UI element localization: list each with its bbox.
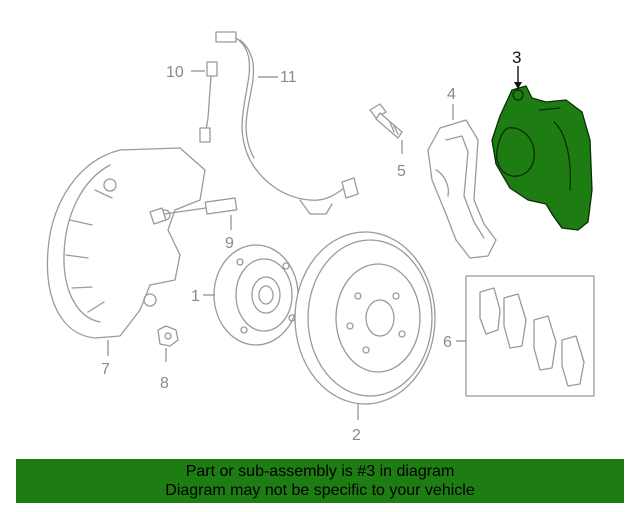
brake-caliper-highlighted[interactable]	[491, 85, 593, 231]
callout-3[interactable]: 3	[512, 48, 521, 67]
abs-cable[interactable]	[215, 31, 359, 215]
callout-6[interactable]: 6	[443, 334, 452, 351]
callout-11[interactable]: 11	[280, 69, 297, 86]
axle-nut[interactable]	[157, 325, 179, 347]
banner-line-1: Part or sub-assembly is #3 in diagram	[185, 463, 455, 480]
callout-5[interactable]: 5	[397, 163, 406, 180]
wheel-hub[interactable]	[213, 244, 299, 346]
caliper-bracket[interactable]	[427, 119, 497, 259]
banner-line-2: Diagram may not be specific to your vehi…	[165, 482, 475, 499]
callout-7[interactable]: 7	[101, 361, 110, 378]
callout-1[interactable]: 1	[191, 288, 200, 305]
dust-shield[interactable]	[46, 147, 206, 339]
callout-4[interactable]: 4	[447, 86, 456, 103]
speed-sensor[interactable]	[149, 197, 238, 225]
wear-sensor[interactable]	[199, 61, 218, 143]
parts-diagram: 7 8 10 11 9 1	[46, 31, 595, 444]
callout-10[interactable]: 10	[166, 64, 184, 81]
callout-9[interactable]: 9	[225, 235, 234, 252]
info-banner: Part or sub-assembly is #3 in diagram Di…	[16, 459, 624, 503]
caliper-bolt[interactable]	[369, 103, 403, 139]
callout-8[interactable]: 8	[160, 375, 169, 392]
brake-rotor[interactable]	[294, 231, 436, 405]
brake-pads-kit[interactable]	[465, 275, 595, 397]
leader-3-arrowhead	[514, 82, 522, 89]
callout-2[interactable]: 2	[352, 427, 361, 444]
